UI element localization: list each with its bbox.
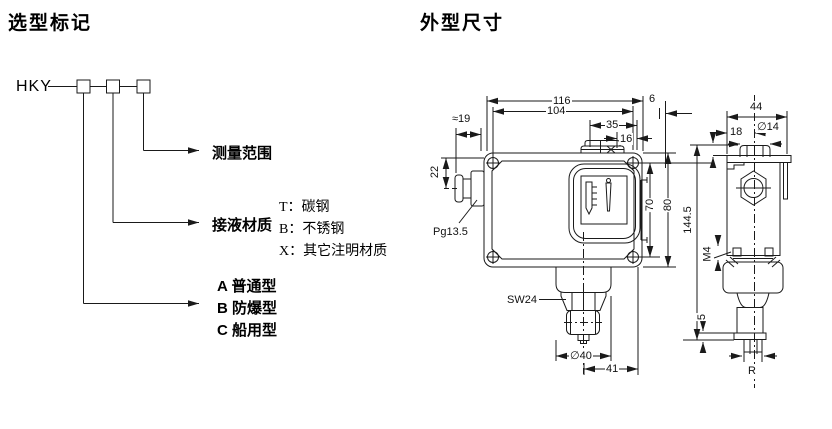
top-terminal-bracket	[580, 140, 625, 154]
dim-41: 41	[605, 363, 620, 375]
dim-80: 80	[662, 197, 675, 213]
material-option: B：不锈钢	[279, 222, 345, 237]
dim-19: ≈19	[451, 113, 472, 125]
outline-title: 外型尺寸	[420, 13, 505, 34]
dim-22: 22	[429, 164, 442, 180]
taper	[736, 292, 770, 308]
hex-nut	[740, 170, 767, 206]
pointer-indicator	[605, 182, 612, 212]
dim-116: 116	[552, 95, 572, 107]
corner-screw	[486, 156, 500, 170]
mounting-plate	[726, 155, 792, 163]
cylinder	[736, 307, 764, 334]
dim-104: 104	[546, 105, 567, 117]
material-option: X：其它注明材质	[279, 244, 388, 259]
cable-gland	[444, 170, 485, 207]
display-window	[568, 163, 641, 244]
code-box-3	[136, 79, 151, 94]
lower-housing	[722, 261, 784, 294]
material-label: 接液材质	[212, 217, 273, 234]
selection-tree	[48, 79, 199, 307]
code-box-2	[106, 79, 120, 94]
m4-screws	[725, 247, 781, 268]
type-option: B 防爆型	[217, 300, 278, 317]
type-option: C 船用型	[217, 322, 278, 339]
front-dimensions	[441, 96, 712, 375]
dim-5: 5	[696, 312, 709, 322]
mounting-bracket	[783, 162, 788, 200]
dim-18: 18	[729, 126, 744, 138]
wrench-label: SW24	[506, 294, 538, 306]
sensor-assembly	[555, 232, 612, 374]
m4-label: M4	[701, 245, 714, 263]
model-prefix: HKY	[16, 78, 52, 95]
code-box-1	[76, 79, 91, 94]
thread-label: R	[747, 365, 757, 377]
front-view	[444, 140, 648, 374]
dim-16: 16	[619, 132, 634, 145]
side-dimensions	[683, 111, 788, 362]
selection-title: 选型标记	[8, 13, 93, 34]
plate-step	[726, 162, 745, 170]
corner-screw	[626, 250, 640, 264]
corner-screw	[626, 156, 640, 170]
entry-connector	[739, 145, 771, 157]
side-view	[713, 95, 792, 388]
range-label: 测量范围	[212, 145, 273, 162]
gland-leader-line	[458, 199, 478, 224]
scale-indicator	[585, 181, 593, 216]
dim-44: 44	[749, 101, 764, 113]
corner-screw	[486, 250, 500, 264]
dim-144-5: 144.5	[681, 205, 694, 235]
dim-35: 35	[605, 119, 620, 131]
material-option: T：碳钢	[279, 200, 330, 215]
side-body	[726, 162, 781, 256]
thread-stub	[743, 339, 763, 354]
dim-40: ∅40	[569, 350, 593, 362]
gland-label: Pg13.5	[432, 226, 469, 238]
type-option: A 普通型	[217, 278, 277, 295]
flange	[733, 332, 767, 340]
dim-70: 70	[644, 197, 657, 213]
dim-14: ∅14	[756, 121, 780, 133]
dim-6: 6	[648, 93, 657, 105]
front-case-outline	[483, 152, 643, 268]
